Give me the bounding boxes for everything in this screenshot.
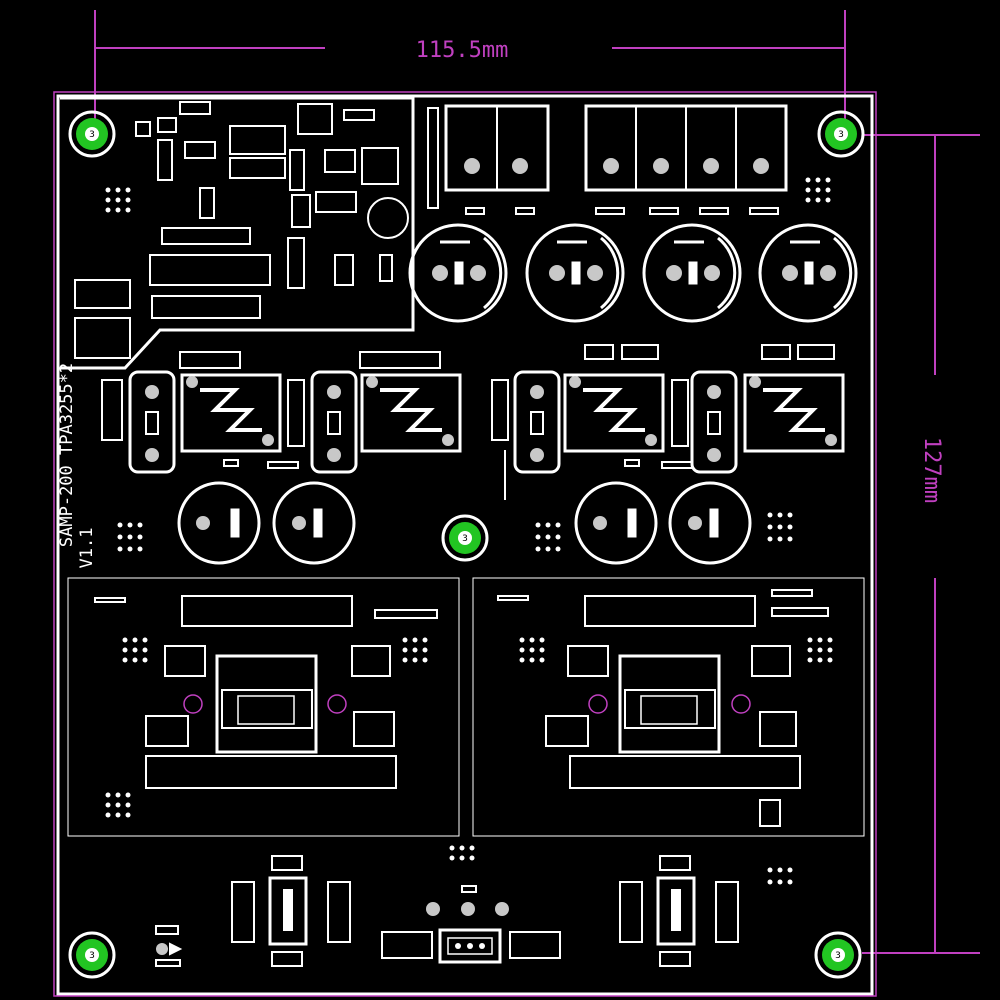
capacitor-7 <box>574 481 658 565</box>
terminal-block-left-1 <box>128 370 176 474</box>
terminal-block-left-2 <box>310 370 358 474</box>
connector-small-pads <box>465 207 779 215</box>
svg-text:3: 3 <box>838 130 844 140</box>
capacitor-5 <box>177 481 261 565</box>
inductor-2 <box>360 373 462 453</box>
amp-ic-left <box>215 654 318 754</box>
mounting-hole-bottom-left: 3 <box>68 931 116 979</box>
bulk-capacitor-2 <box>525 223 625 323</box>
terminal-block-right-1 <box>513 370 561 474</box>
capacitor-6 <box>272 481 356 565</box>
op-amp-left <box>231 855 351 967</box>
mounting-hole-bottom-right: 3 <box>814 931 862 979</box>
svg-text:3: 3 <box>462 534 468 544</box>
input-section-dots <box>105 187 131 213</box>
amp-channel-vias <box>183 694 751 714</box>
capacitor-8 <box>668 481 752 565</box>
terminal-block-right-2 <box>690 370 738 474</box>
input-section-components <box>74 101 409 359</box>
height-dimension-label: 127mm <box>919 437 944 503</box>
led-indicator <box>155 925 183 967</box>
board-version-label: V1.1 <box>77 528 97 569</box>
svg-text:3: 3 <box>835 951 841 961</box>
inductor-1 <box>180 373 282 453</box>
mounting-hole-top-left: 3 <box>68 110 116 158</box>
height-dimension <box>862 134 980 954</box>
inductor-4 <box>743 373 845 453</box>
svg-text:3: 3 <box>89 130 95 140</box>
svg-text:3: 3 <box>89 951 95 961</box>
amp-channel-passives <box>94 589 829 827</box>
bulk-capacitor-1 <box>408 223 508 323</box>
board-name-label: SAMP-200 TPA3255*2 <box>57 363 77 547</box>
board-outline-outer <box>53 91 877 997</box>
width-dimension-label: 115.5mm <box>416 38 509 63</box>
inductor-row-small-parts <box>101 344 835 500</box>
width-dimension <box>94 10 846 130</box>
op-amp-right <box>619 855 739 967</box>
power-terminal-right <box>584 104 788 192</box>
board-outline-inner <box>56 94 874 996</box>
amp-channel-right <box>472 577 865 837</box>
vertical-silk-bar <box>427 107 439 209</box>
power-terminal-left <box>444 104 550 192</box>
amp-ic-right <box>618 654 721 754</box>
mounting-hole-top-right: 3 <box>817 110 865 158</box>
power-input-connector <box>381 885 561 964</box>
mounting-hole-center: 3 <box>441 514 489 562</box>
bulk-capacitor-4 <box>758 223 858 323</box>
input-section-outline <box>60 96 415 370</box>
bulk-capacitor-3 <box>642 223 742 323</box>
amp-channel-left <box>67 577 460 837</box>
inductor-3 <box>563 373 665 453</box>
amp-channel-dots <box>105 177 833 885</box>
